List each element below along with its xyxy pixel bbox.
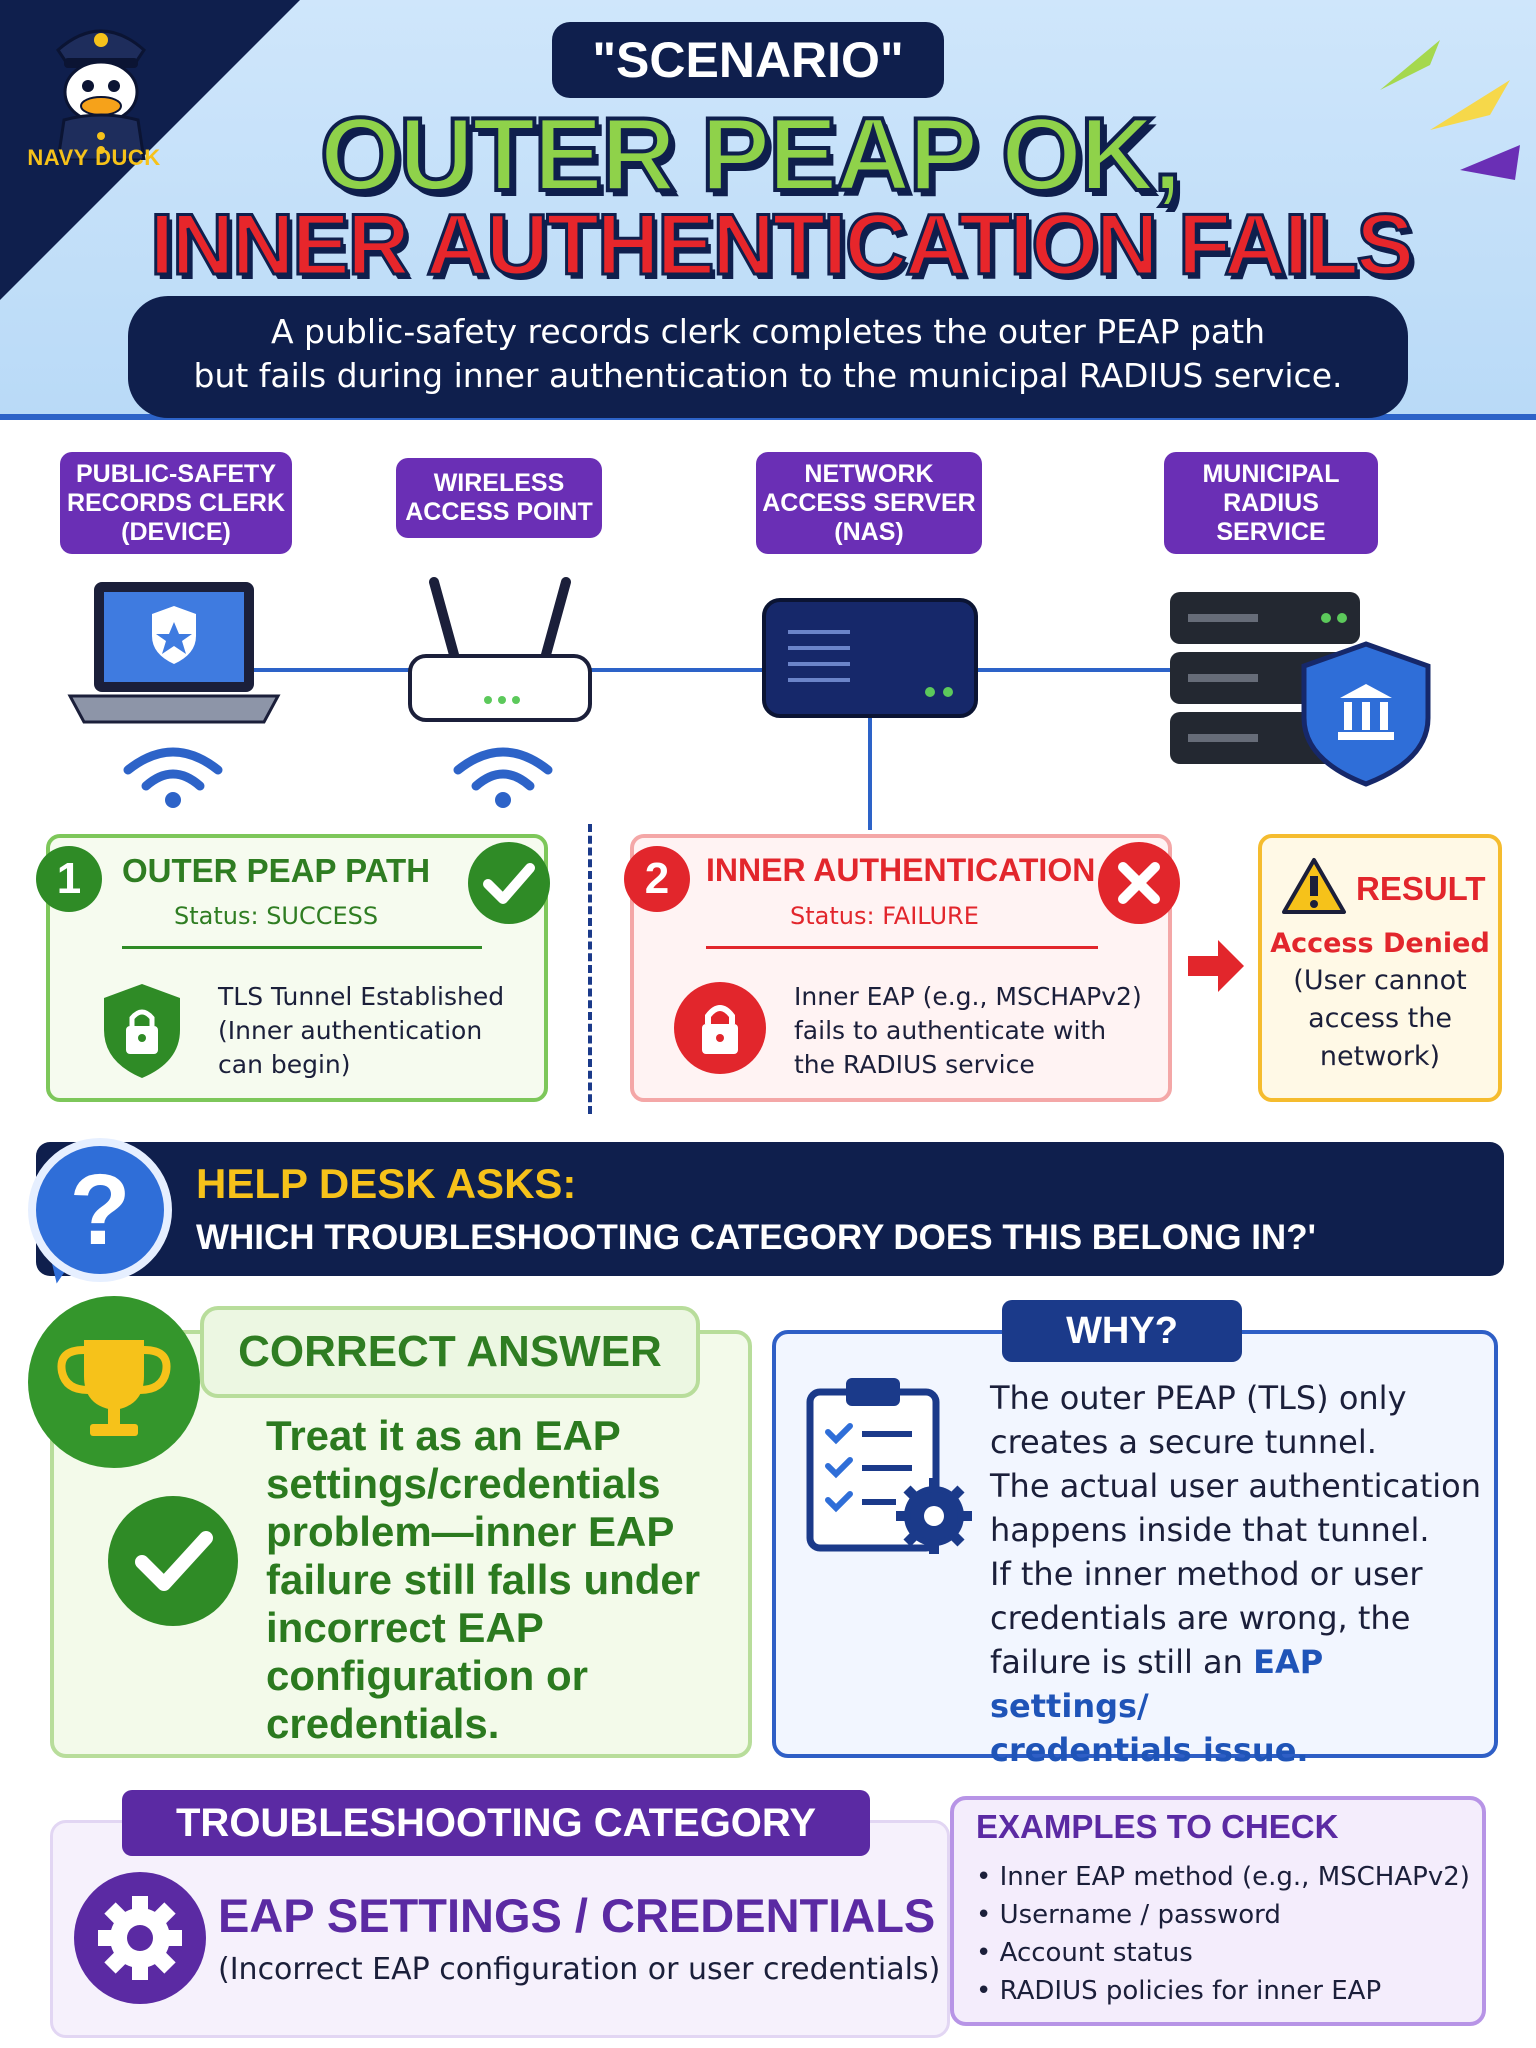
arrow-right-icon	[1188, 940, 1244, 992]
list-item: Inner EAP method (e.g., MSCHAPv2)	[976, 1858, 1476, 1896]
outer-card-body: TLS Tunnel Established (Inner authentica…	[218, 982, 505, 1079]
card-divider	[122, 946, 482, 949]
clipboard-checklist-icon	[806, 1378, 972, 1554]
helpdesk-banner	[36, 1142, 1504, 1276]
examples-list: Inner EAP method (e.g., MSCHAPv2) Userna…	[976, 1858, 1476, 2010]
gear-badge	[74, 1872, 206, 2004]
step-number-badge: 1	[36, 846, 102, 912]
helpdesk-title: HELP DESK ASKS:	[196, 1160, 577, 1207]
scenario-label: "SCENARIO"	[552, 22, 944, 98]
correct-answer-text: Treat it as an EAP settings/credentials …	[266, 1412, 701, 1747]
subtitle-line-2: but fails during inner authentication to…	[193, 356, 1343, 395]
trophy-icon	[57, 1340, 171, 1436]
why-explanation: The outer PEAP (TLS) only creates a secu…	[990, 1379, 1481, 1769]
brand-name: NAVY DUCK	[27, 145, 161, 170]
step-number-badge: 2	[624, 846, 690, 912]
list-item: RADIUS policies for inner EAP	[976, 1972, 1476, 2010]
scenario-subtitle: A public-safety records clerk completes …	[128, 296, 1408, 418]
result-body: (User cannot access the network)	[1293, 965, 1467, 1072]
list-item: Username / password	[976, 1896, 1476, 1934]
navy-duck-mascot-icon	[56, 29, 146, 160]
wireless-router-icon	[408, 577, 592, 722]
checkmark-icon	[135, 1531, 213, 1591]
x-failure-icon	[1098, 842, 1180, 924]
wifi-signal-icon	[123, 747, 223, 808]
correct-check-badge	[108, 1496, 238, 1626]
inner-card-title: INNER AUTHENTICATION	[706, 852, 1096, 888]
confetti-decoration-icon	[1380, 40, 1520, 180]
list-item: Account status	[976, 1934, 1476, 1972]
category-title: EAP SETTINGS / CREDENTIALS	[218, 1889, 936, 1942]
troubleshooting-category-tab: TROUBLESHOOTING CATEGORY	[122, 1790, 870, 1856]
category-subtitle: (Incorrect EAP configuration or user cre…	[218, 1952, 941, 1987]
warning-icon	[1282, 858, 1346, 914]
server-icon	[762, 598, 978, 718]
gear-icon	[98, 1896, 182, 1980]
subtitle-line-1: A public-safety records clerk completes …	[270, 312, 1266, 351]
dashed-separator	[588, 824, 592, 1114]
checkmark-success-icon	[468, 842, 550, 924]
outer-card-title: OUTER PEAP PATH	[122, 852, 431, 889]
outer-card-status: Status: SUCCESS	[174, 902, 379, 930]
node-label-access-point: WIRELESS ACCESS POINT	[396, 458, 602, 538]
node-label-nas: NETWORK ACCESS SERVER (NAS)	[756, 452, 982, 554]
corner-decoration	[0, 0, 300, 300]
why-highlight: credentials issue.	[990, 1731, 1309, 1769]
examples-title: EXAMPLES TO CHECK	[976, 1808, 1339, 1845]
correct-answer-tab: CORRECT ANSWER	[200, 1306, 700, 1398]
server-stack-shield-icon	[1170, 592, 1431, 787]
headline-line-2: INNER AUTHENTICATION FAILS	[149, 196, 1416, 295]
result-status: Access Denied	[1270, 928, 1490, 959]
result-card	[1258, 834, 1502, 1102]
inner-card-body: Inner EAP (e.g., MSCHAPv2) fails to auth…	[794, 982, 1142, 1079]
trophy-badge	[28, 1296, 200, 1468]
nas-connection-line	[868, 700, 872, 830]
card-divider	[706, 946, 1098, 949]
wifi-signal-icon	[453, 747, 553, 808]
inner-card-status: Status: FAILURE	[790, 902, 979, 930]
headline-line-1: OUTER PEAP OK,	[318, 95, 1184, 215]
network-connection-line	[160, 668, 1340, 672]
lock-icon	[674, 982, 766, 1074]
why-highlight: EAP settings/	[990, 1643, 1324, 1725]
result-title: RESULT	[1356, 870, 1486, 907]
helpdesk-question: WHICH TROUBLESHOOTING CATEGORY DOES THIS…	[196, 1218, 1316, 1257]
node-label-radius: MUNICIPAL RADIUS SERVICE	[1164, 452, 1378, 554]
laptop-shield-icon	[67, 582, 281, 724]
why-tab: WHY?	[1002, 1300, 1242, 1362]
node-label-device: PUBLIC-SAFETY RECORDS CLERK (DEVICE)	[60, 452, 292, 554]
shield-lock-icon	[104, 984, 180, 1078]
question-mark-icon: ?	[28, 1138, 172, 1282]
